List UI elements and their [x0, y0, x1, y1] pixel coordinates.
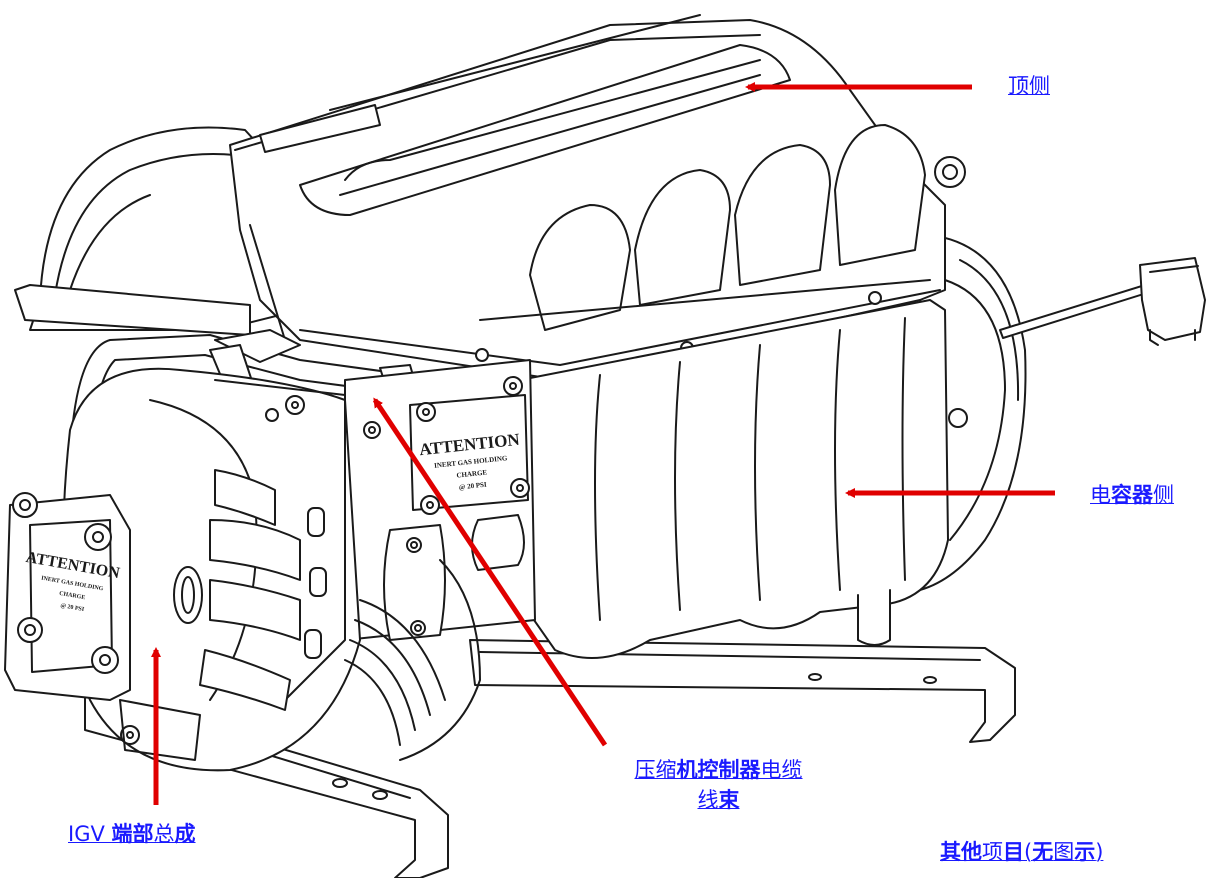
- callout-compressor-harness[interactable]: 压缩机控制器电缆 线束: [596, 755, 841, 815]
- callout-capacitor-side-part3: 侧: [1153, 483, 1174, 507]
- callout-other-part8: ): [1095, 840, 1104, 864]
- igv-plate-line2: CHARGE: [59, 591, 86, 601]
- callout-capacitor-side[interactable]: 电容器侧: [1090, 480, 1174, 510]
- callout-capacitor-side-part1: 电: [1090, 483, 1111, 507]
- igv-plate-line3: @ 20 PSI: [60, 603, 85, 613]
- callout-igv-part3: 总: [153, 822, 175, 846]
- callout-top-side[interactable]: 顶侧: [1008, 71, 1050, 101]
- callout-harness-part2: 机控制器: [676, 758, 761, 782]
- callout-harness-part3: 电缆: [760, 758, 803, 782]
- callout-capacitor-side-part2: 容器: [1111, 483, 1153, 507]
- callout-top-side-label: 顶侧: [1008, 74, 1050, 98]
- top-cover-rear-lobe: [14, 126, 301, 336]
- callout-igv-part2: 端部: [111, 822, 154, 846]
- igv-end-housing: [62, 367, 481, 772]
- callout-harness-line1: 压缩机控制器电缆: [596, 755, 841, 785]
- callout-harness-line2: 线束: [596, 785, 841, 815]
- callout-other-part1: 其他: [940, 840, 982, 864]
- arrow-harness: [372, 397, 608, 747]
- callout-other-part2: 项: [982, 840, 1003, 864]
- callout-other-items[interactable]: 其他项目(无图示): [940, 837, 1103, 867]
- base-rail-rear: [469, 639, 1016, 743]
- callout-igv-end-assembly[interactable]: IGV 端部总成: [68, 819, 196, 849]
- controller-plate-line3: @ 20 PSI: [458, 481, 487, 492]
- callout-igv-part4: 成: [174, 822, 196, 846]
- igv-cover-plate: [4, 492, 131, 701]
- callout-other-part7: 示: [1074, 840, 1096, 864]
- callout-other-part3: 目: [1003, 840, 1024, 864]
- callout-other-part6: 图: [1053, 840, 1075, 864]
- callout-harness-part4: 线: [697, 788, 719, 812]
- callout-harness-part5: 束: [718, 788, 740, 812]
- callout-other-part5: 无: [1032, 840, 1054, 864]
- callout-harness-part1: 压缩: [634, 758, 677, 782]
- callout-igv-part1: IGV: [68, 822, 112, 846]
- capacitor-box: [519, 299, 949, 659]
- motor-cable: [999, 257, 1206, 346]
- controller-plate-line2: CHARGE: [456, 468, 488, 479]
- top-cover: [229, 14, 946, 381]
- callout-other-part4: (: [1024, 840, 1033, 864]
